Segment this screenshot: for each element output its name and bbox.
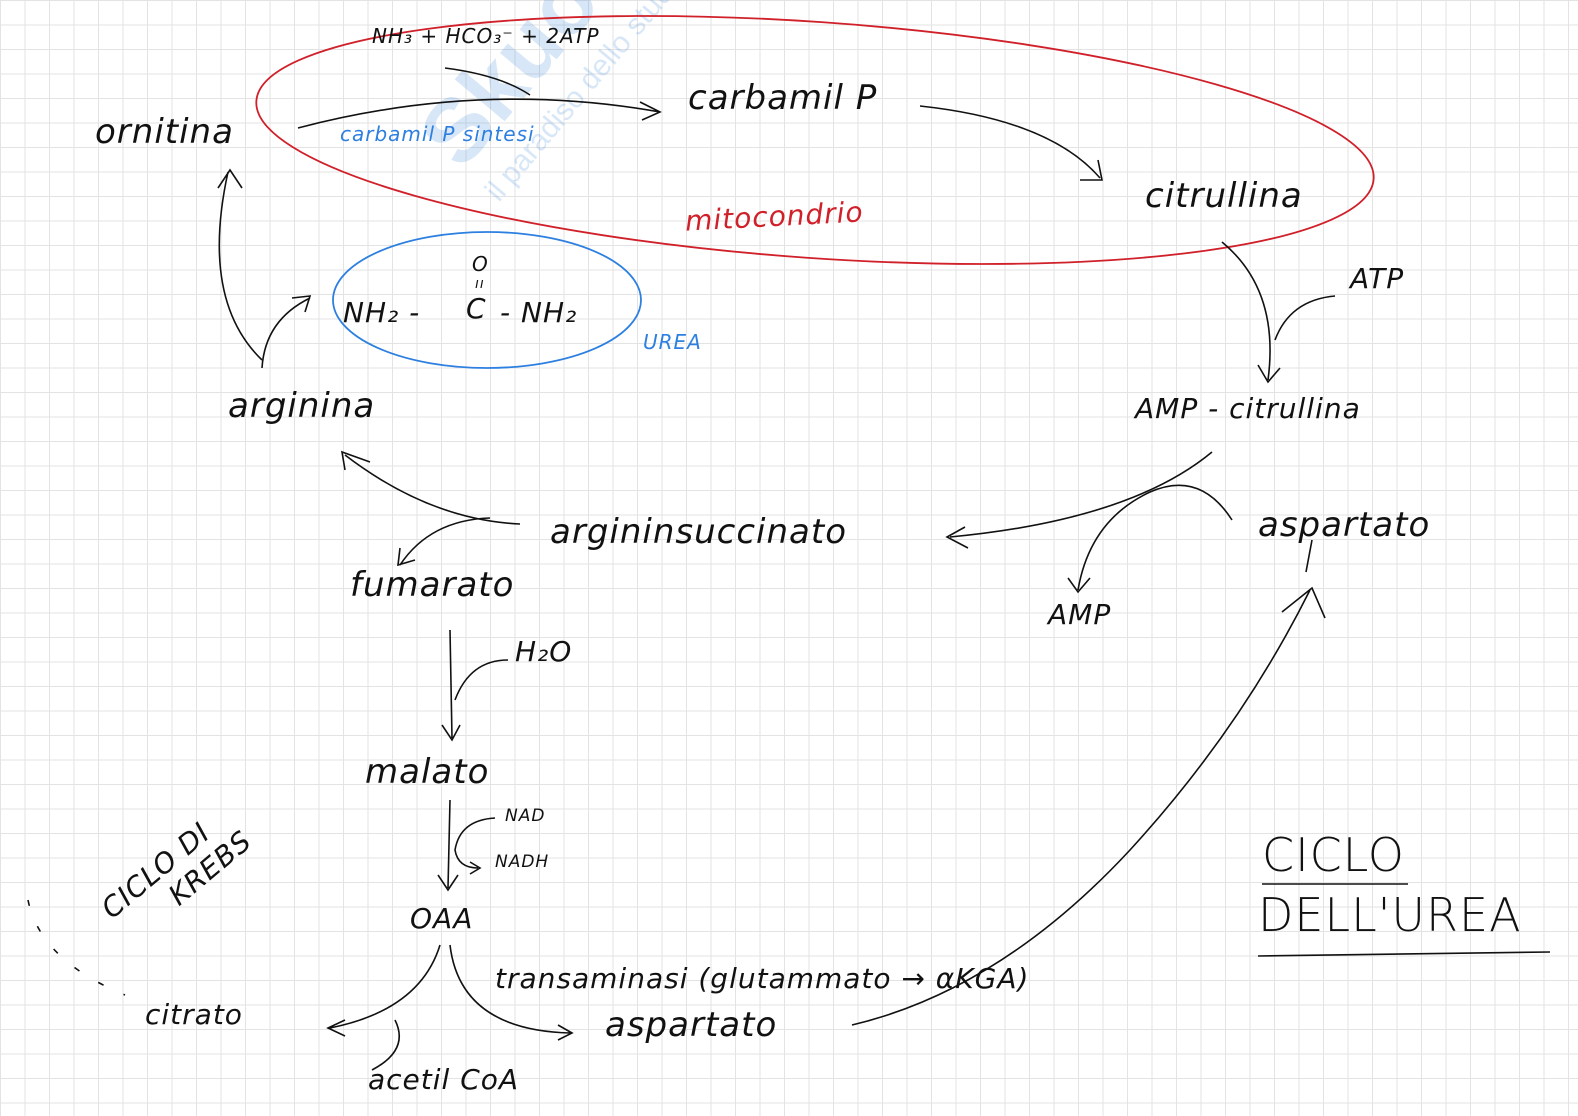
urea-right-amine: - NH₂ <box>500 296 578 329</box>
arrow-argsucc-fumarato <box>397 517 491 567</box>
amp-label: AMP <box>1048 598 1112 631</box>
title-underline-2 <box>1257 951 1551 957</box>
carbamil-p-label: carbamil P <box>688 78 878 118</box>
h2o-label: H₂O <box>515 635 573 668</box>
arrow-argsucc-arginina <box>340 450 521 525</box>
aspartato-tail <box>1305 539 1313 573</box>
nadh-label: NADH <box>495 852 550 872</box>
arrow-ornitina-carbamilp <box>297 98 662 129</box>
ornitina-label: ornitina <box>95 112 234 152</box>
arrow-h2o-in <box>454 659 509 701</box>
arrow-amp-citrullina-argsucc <box>945 451 1213 549</box>
title-line-2: DELL'UREA <box>1258 888 1522 942</box>
argininsuccinato-label: argininsuccinato <box>550 512 847 552</box>
arrow-fumarato-malato <box>441 629 461 742</box>
atp-label: ATP <box>1350 262 1405 295</box>
urea-oxygen: O <box>472 252 489 276</box>
acetil-coa-label: acetil CoA <box>368 1063 520 1096</box>
arginina-label: arginina <box>228 386 376 426</box>
arrow-oaa-aspartato <box>449 944 574 1041</box>
arrow-carbamilp-citrullina <box>919 105 1103 181</box>
malato-label: malato <box>365 752 490 792</box>
oaa-label: OAA <box>410 902 474 935</box>
arrow-oaa-citrato <box>326 944 441 1037</box>
urea-carbon: C <box>466 292 487 325</box>
urea-double-bond: ıı <box>475 276 485 292</box>
arrow-nad-nadh <box>454 817 496 875</box>
urea-label: UREA <box>643 330 702 354</box>
title-line-1: CICLO <box>1262 828 1405 882</box>
arrow-citrullina-ampcitrullina <box>1221 241 1281 384</box>
citrato-label: citrato <box>145 998 243 1031</box>
carbamil-p-sintesi-label: carbamil P sintesi <box>340 122 535 146</box>
arrow-aspartato-in <box>1067 484 1233 594</box>
arrow-atp-in <box>1274 295 1336 341</box>
nad-label: NAD <box>505 806 546 826</box>
arrow-acetilcoa-in <box>371 1019 400 1071</box>
arrow-arginina-urea <box>261 295 312 369</box>
arrow-aspartato-recycle <box>851 586 1326 1026</box>
urea-left-amine: NH₂ - <box>343 296 421 329</box>
fumarato-label: fumarato <box>350 565 515 605</box>
mitochondrion-ellipse <box>255 15 1375 265</box>
reactants-label: NH₃ + HCO₃⁻ + 2ATP <box>372 24 600 48</box>
aspartato-top-label: aspartato <box>1258 505 1431 545</box>
citrullina-label: citrullina <box>1145 176 1303 216</box>
amp-citrullina-label: AMP - citrullina <box>1135 392 1361 425</box>
aspartato-bottom-label: aspartato <box>605 1005 778 1045</box>
transaminasi-label: transaminasi (glutammato → αKGA) <box>495 962 1030 995</box>
urea-ellipse <box>332 231 642 369</box>
arrow-reactants-in <box>444 67 531 96</box>
arrow-malato-oaa <box>437 799 459 892</box>
arrow-arginina-ornitina <box>217 168 263 361</box>
